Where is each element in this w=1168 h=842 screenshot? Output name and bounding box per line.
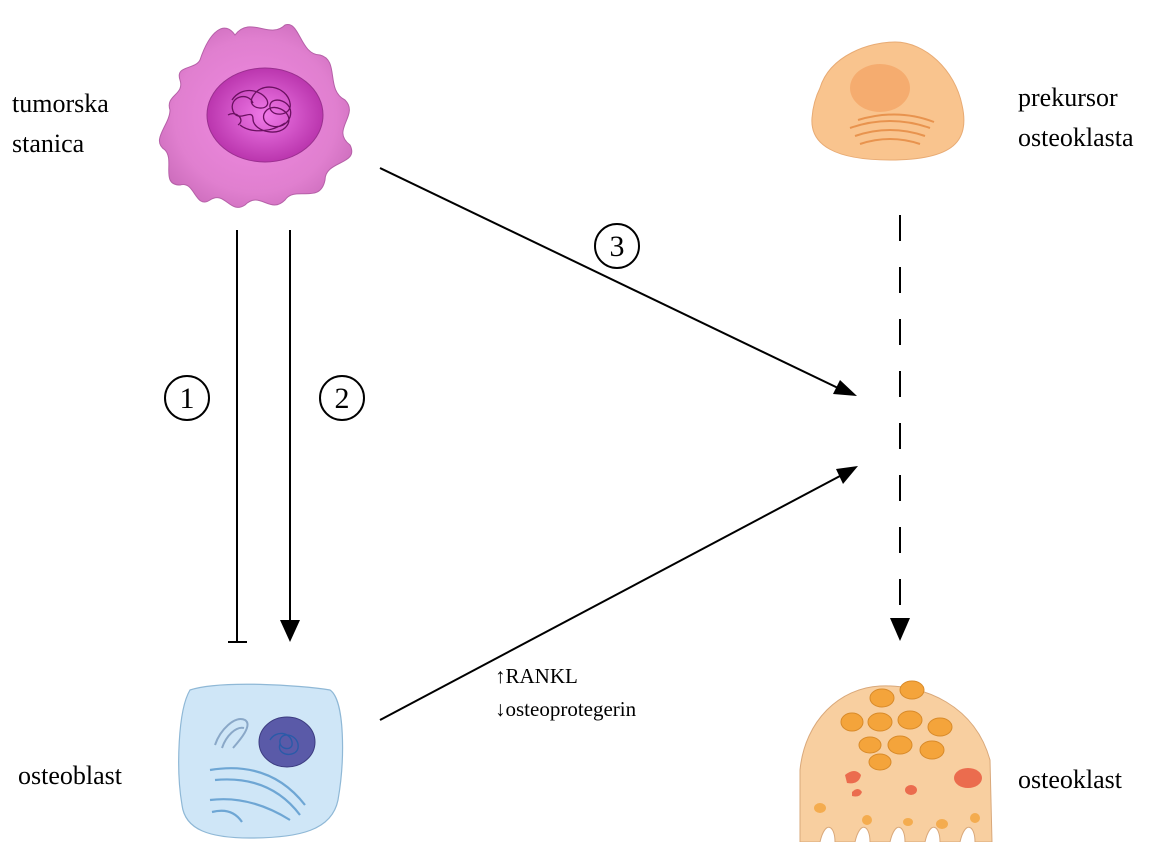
osteoblast-nucleus	[259, 717, 315, 767]
tumor-nucleus	[207, 68, 323, 162]
step-2-label: 2	[335, 382, 350, 415]
osteoclast-cell	[800, 681, 992, 842]
rankl-label: ↑RANKL	[495, 664, 578, 688]
step-1-label: 1	[180, 382, 195, 415]
osteoclast-precursor	[812, 42, 964, 160]
arrowhead-2	[280, 620, 300, 642]
tumor-cell-label-line2: stanica	[12, 129, 85, 158]
arrowheads	[280, 380, 910, 642]
arrowhead-dashed	[890, 618, 910, 641]
osteoblast-body	[179, 684, 343, 838]
precursor-label-line2: osteoklasta	[1018, 123, 1134, 152]
activation-arrow-3	[380, 168, 838, 388]
arrowhead-osteoblast	[836, 466, 858, 484]
step-3-label: 3	[610, 230, 625, 263]
arrows	[228, 168, 900, 720]
precursor-label-line1: prekursor	[1018, 83, 1118, 112]
arrowhead-3	[833, 380, 857, 396]
osteoblast-cell	[179, 684, 343, 838]
tumor-cell-label-line1: tumorska	[12, 89, 109, 118]
osteoblast-label: osteoblast	[18, 761, 123, 790]
osteoprotegerin-label: ↓osteoprotegerin	[495, 697, 637, 721]
step-2-marker: 2	[320, 376, 364, 420]
osteoclast-body	[800, 686, 992, 842]
step-1-marker: 1	[165, 376, 209, 420]
step-3-marker: 3	[595, 224, 639, 268]
osteoclast-label: osteoklast	[1018, 765, 1123, 794]
activation-arrow-osteoblast	[380, 476, 840, 720]
tumor-cell	[159, 25, 351, 208]
precursor-nucleus	[850, 64, 910, 112]
